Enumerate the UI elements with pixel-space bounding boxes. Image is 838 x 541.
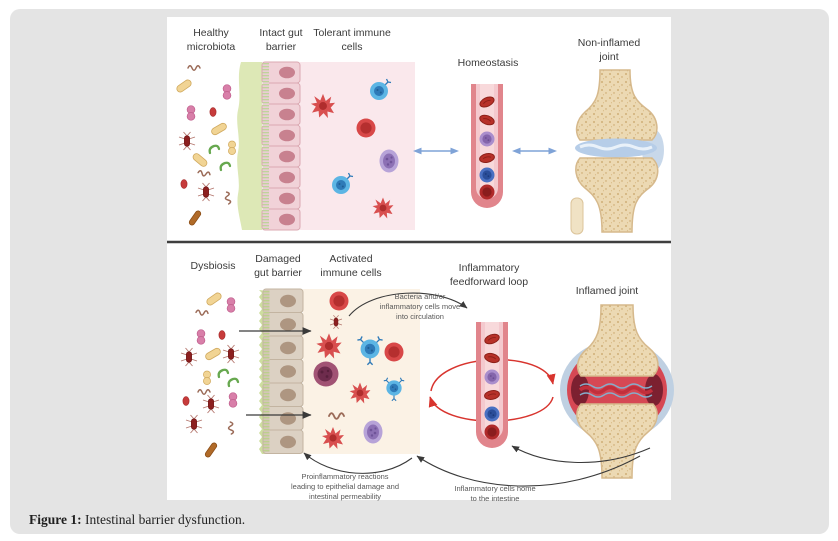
label-tolerant-immune-cells: Tolerant immune cells: [313, 27, 391, 53]
figure-caption-text: Intestinal barrier dysfunction.: [81, 512, 246, 527]
inflamed-joint-illustration: [560, 304, 674, 479]
label-inflammatory-feedforward-loop: Inflammatory feedforward loop: [449, 262, 529, 288]
bacteria-circulation-arrow: [348, 292, 468, 317]
figure-caption-label: Figure 1:: [29, 512, 82, 527]
label-activated-immune-cells: Activated immune cells: [320, 253, 382, 279]
bottom-panel-illustration: [180, 288, 674, 487]
blood-vessel-homeostasis: [471, 84, 503, 208]
annotation-bacteria-move: Bacteria and/or inflammatory cells move …: [379, 292, 461, 322]
non-inflamed-joint-illustration: [570, 69, 664, 235]
top-panel-illustration: [175, 61, 664, 235]
label-non-inflamed-joint: Non-inflamed joint: [577, 37, 641, 63]
label-inflamed-joint: Inflamed joint: [575, 285, 639, 297]
label-dysbiosis: Dysbiosis: [190, 260, 236, 272]
label-healthy-microbiota: Healthy microbiota: [186, 27, 236, 53]
figure-caption: Figure 1: Intestinal barrier dysfunction…: [29, 512, 245, 528]
annotation-cells-home: Inflammatory cells home to the intestine: [454, 484, 536, 504]
blood-vessel-inflamed: [476, 322, 508, 448]
dysbiosis-illustration: [180, 291, 240, 459]
intact-epithelium: [261, 61, 301, 231]
label-intact-gut-barrier: Intact gut barrier: [259, 27, 303, 53]
brush-border: [262, 63, 269, 229]
label-damaged-gut-barrier: Damaged gut barrier: [254, 253, 302, 279]
annotation-proinflammatory: Proinflammatory reactions leading to epi…: [291, 472, 399, 502]
homeostasis-arrows: [413, 147, 557, 155]
damaged-epithelium: [259, 288, 304, 454]
damaged-brush-border: [263, 290, 270, 452]
mucus-layer: [237, 62, 262, 230]
healthy-microbiota-illustration: [175, 65, 236, 227]
translocation-arrows: [239, 327, 312, 419]
tolerant-immune-zone: [300, 62, 415, 230]
label-homeostasis: Homeostasis: [457, 57, 519, 69]
homing-arrows: [303, 445, 651, 487]
